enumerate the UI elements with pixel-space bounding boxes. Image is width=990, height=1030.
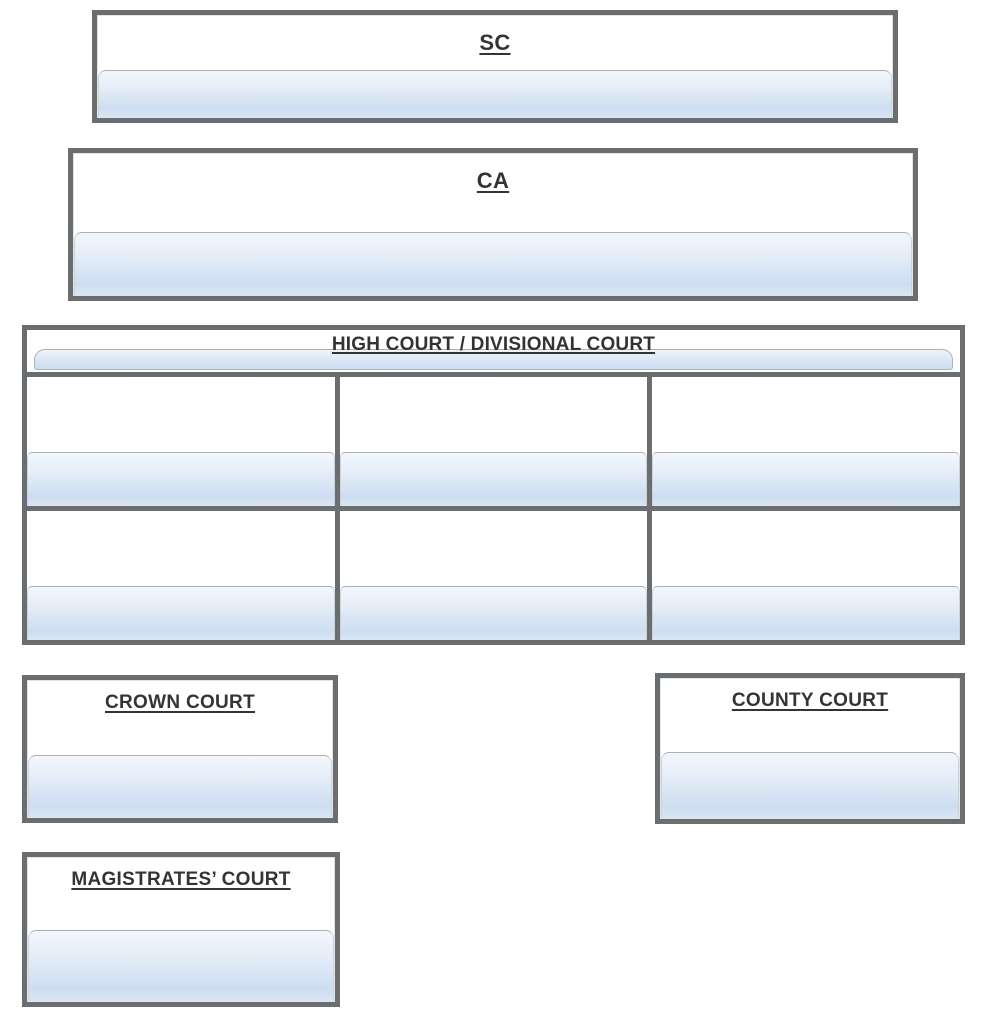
high-court-cell	[339, 511, 648, 640]
county-court-label: COUNTY COURT	[731, 690, 889, 711]
supreme-court-box: SC	[92, 10, 898, 123]
court-of-appeal-box: CA	[68, 148, 918, 301]
gradient-strip	[28, 755, 332, 817]
high-court-cell	[652, 377, 960, 506]
court-of-appeal-label: CA	[476, 168, 510, 193]
gradient-strip	[98, 70, 892, 117]
high-court-table: HIGH COURT / DIVISIONAL COURT	[22, 325, 965, 645]
gradient-strip	[27, 586, 335, 640]
high-court-cell	[27, 377, 335, 506]
magistrates-court-box: MAGISTRATES’ COURT	[22, 852, 340, 1007]
gradient-strip	[652, 452, 960, 506]
crown-court-label: CROWN COURT	[104, 692, 255, 713]
gradient-strip	[339, 586, 648, 640]
high-court-label: HIGH COURT / DIVISIONAL COURT	[331, 334, 656, 355]
high-court-header: HIGH COURT / DIVISIONAL COURT	[27, 330, 960, 372]
crown-court-box: CROWN COURT	[22, 675, 338, 823]
high-court-cell	[27, 511, 335, 640]
gradient-strip	[28, 930, 334, 1001]
high-court-cell	[652, 511, 960, 640]
gradient-strip	[339, 452, 648, 506]
gradient-strip	[661, 752, 959, 818]
high-court-cell	[339, 377, 648, 506]
gradient-strip	[34, 349, 953, 370]
magistrates-court-label: MAGISTRATES’ COURT	[71, 869, 291, 890]
county-court-box: COUNTY COURT	[655, 673, 965, 824]
gradient-strip	[652, 586, 960, 640]
gradient-strip	[27, 452, 335, 506]
supreme-court-label: SC	[479, 30, 511, 55]
gradient-strip	[74, 232, 912, 295]
